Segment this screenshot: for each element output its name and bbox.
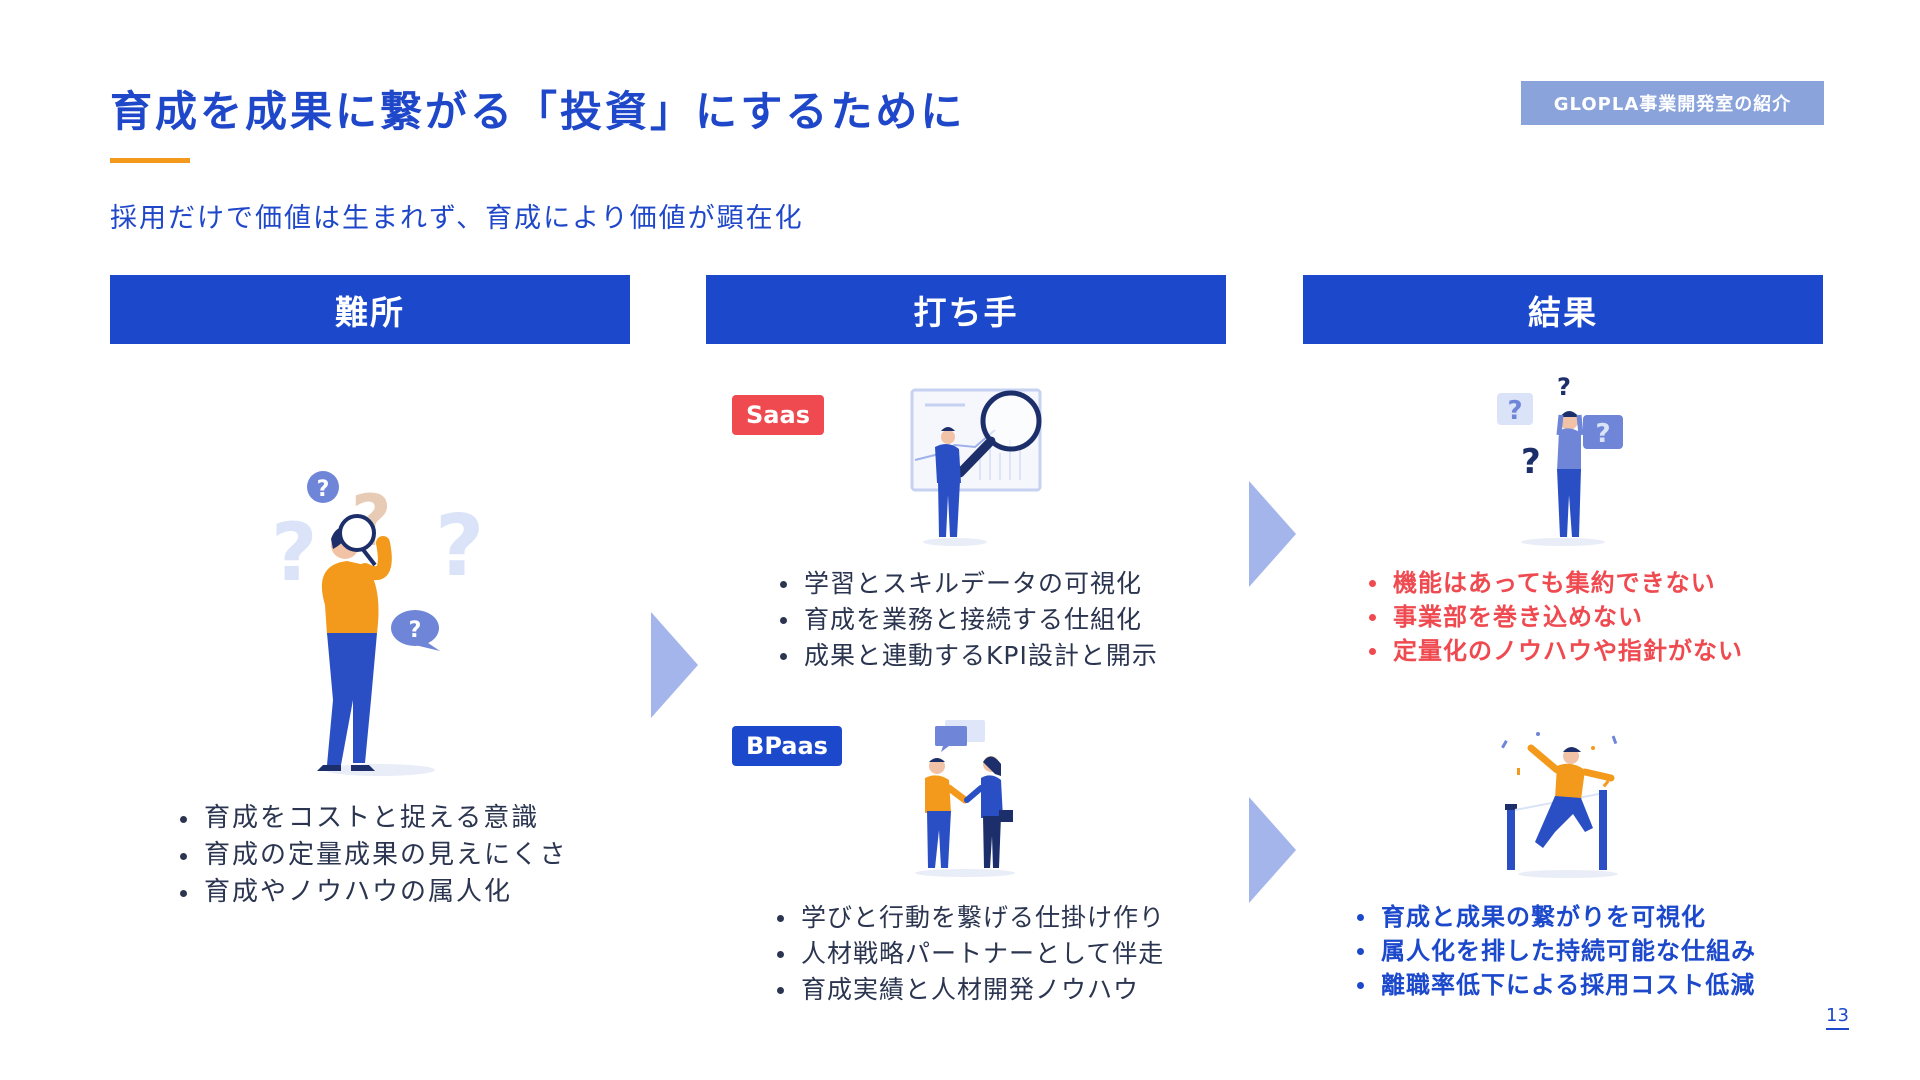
saas-bullet-list: 学習とスキルデータの可視化 育成を業務と接続する仕組化 成果と連動するKPI設計… [778,566,1158,674]
list-item: 機能はあっても集約できない [1367,566,1743,600]
question-mark-small-top: ? [1557,375,1571,401]
confused-result-illustration: ? ? ? ? [1497,375,1623,546]
list-item: 育成実績と人材開発ノウハウ [775,972,1165,1008]
title-underline [110,158,190,163]
question-bubble-top-glyph: ? [317,477,330,502]
negative-result-list: 機能はあっても集約できない 事業部を巻き込めない 定量化のノウハウや指針がない [1367,566,1743,668]
question-bubble-right-glyph: ? [409,618,422,643]
bpaas-badge: BPaas [732,726,842,766]
arrow-right-icon [1249,481,1296,587]
arrow-right-icon [651,612,698,718]
question-mark-large-right: ? [435,497,484,596]
data-analysis-illustration [910,388,1042,546]
list-item: 育成をコストと捉える意識 [178,800,567,837]
column-header-results: 結果 [1303,275,1823,344]
difficulty-bullet-list: 育成をコストと捉える意識 育成の定量成果の見えにくさ 育成やノウハウの属人化 [178,800,567,911]
success-result-illustration [1501,732,1618,878]
page-subtitle: 採用だけで価値は生まれず、育成により価値が顕在化 [110,203,804,234]
question-box-left-glyph: ? [1507,396,1522,426]
list-item: 育成やノウハウの属人化 [178,874,567,911]
section-tag: GLOPLA事業開発室の紹介 [1521,81,1824,125]
column-header-measures: 打ち手 [706,275,1226,344]
list-item: 属人化を排した持続可能な仕組み [1355,934,1756,968]
list-item: 人材戦略パートナーとして伴走 [775,936,1165,972]
saas-badge: Saas [732,395,824,435]
list-item: 定量化のノウハウや指針がない [1367,634,1743,668]
list-item: 事業部を巻き込めない [1367,600,1743,634]
list-item: 離職率低下による採用コスト低減 [1355,968,1756,1002]
list-item: 育成の定量成果の見えにくさ [178,837,567,874]
bpaas-bullet-list: 学びと行動を繋げる仕掛け作り 人材戦略パートナーとして伴走 育成実績と人材開発ノ… [775,900,1165,1008]
page-title: 育成を成果に繋がる「投資」にするために [110,87,966,136]
question-mark-large-left: ? [271,506,317,599]
column-header-difficulty: 難所 [110,275,630,344]
arrow-right-icon [1249,797,1296,903]
list-item: 学びと行動を繋げる仕掛け作り [775,900,1165,936]
question-box-right-glyph: ? [1595,419,1610,449]
list-item: 学習とスキルデータの可視化 [778,566,1158,602]
list-item: 成果と連動するKPI設計と開示 [778,638,1158,674]
page-number: 13 [1826,1005,1849,1030]
positive-result-list: 育成と成果の繋がりを可視化 属人化を排した持続可能な仕組み 離職率低下による採用… [1355,900,1756,1002]
question-mark-small-left: ? [1521,442,1541,482]
list-item: 育成と成果の繋がりを可視化 [1355,900,1756,934]
partnership-illustration [915,720,1015,877]
confused-person-illustration: ? ? ? ? ? [271,471,484,776]
list-item: 育成を業務と接続する仕組化 [778,602,1158,638]
